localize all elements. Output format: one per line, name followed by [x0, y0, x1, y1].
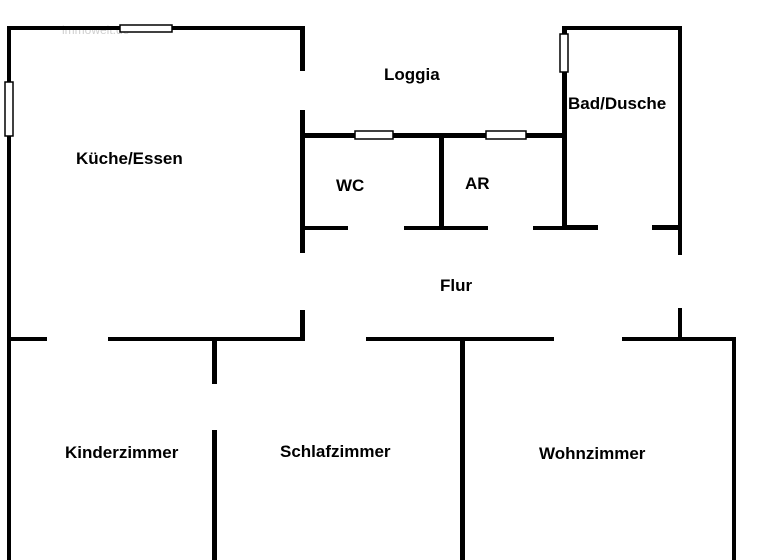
room-label-kinder: Kinderzimmer — [65, 443, 179, 462]
window-kitchen-top — [119, 24, 173, 33]
wall-ar-bottom-right — [533, 226, 566, 230]
wall-bath-top — [562, 26, 682, 30]
room-label-schlaf: Schlafzimmer — [280, 442, 391, 461]
room-label-ar: AR — [465, 174, 490, 193]
wall-lower-b — [108, 337, 305, 341]
room-label-wohn: Wohnzimmer — [539, 444, 646, 463]
wall-kitchen-right-top — [300, 26, 305, 71]
wall-kinder-schlaf-bottom — [212, 430, 217, 560]
wall-lower-a — [7, 337, 47, 341]
wall-hall-right-top — [678, 225, 682, 255]
wall-right-lower — [732, 337, 736, 560]
window-ar — [485, 130, 527, 140]
room-label-loggia: Loggia — [384, 65, 440, 84]
wall-bath-bottom-left — [562, 225, 598, 230]
wall-left-upper — [7, 26, 11, 340]
wall-kitchen-right-mid — [300, 110, 305, 253]
wall-bath-left — [562, 26, 567, 230]
wall-bath-bottom-right — [652, 225, 682, 230]
wall-schlaf-wohn — [460, 337, 465, 560]
wall-wc-bottom-right — [404, 226, 488, 230]
window-kitchen-left — [4, 81, 14, 137]
wall-kinder-schlaf-top — [212, 341, 217, 384]
wall-bath-right — [678, 26, 682, 230]
room-label-kueche: Küche/Essen — [76, 149, 183, 168]
wall-wc-bottom-left — [300, 226, 348, 230]
wall-lower-d — [622, 337, 736, 341]
wall-kitchen-right-bottom — [300, 310, 305, 340]
room-label-flur: Flur — [440, 276, 472, 295]
room-label-bad: Bad/Dusche — [568, 94, 666, 113]
wall-wc-ar-top — [300, 133, 566, 138]
room-label-wc: WC — [336, 176, 364, 195]
wall-wc-ar-divider — [439, 133, 444, 228]
window-bath — [559, 33, 569, 73]
wall-hall-right-bottom — [678, 308, 682, 340]
wall-left-lower — [7, 337, 11, 560]
window-wc — [354, 130, 394, 140]
